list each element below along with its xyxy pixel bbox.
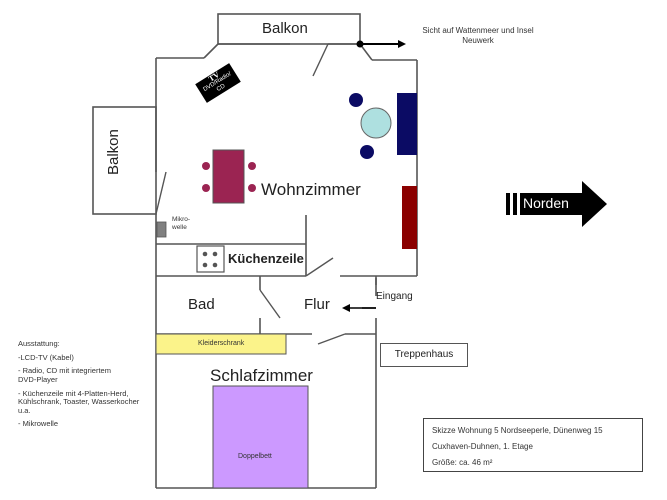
dining-table bbox=[212, 149, 245, 204]
wardrobe-label: Kleiderschrank bbox=[198, 340, 245, 347]
info-line-2: Cuxhaven-Duhnen, 1. Etage bbox=[432, 442, 533, 451]
stairwell-box: Treppenhaus bbox=[380, 343, 468, 367]
amenity-item: -LCD-TV (Kabel) bbox=[18, 352, 74, 362]
info-line-3: Größe: ca. 46 m² bbox=[432, 458, 493, 467]
bath-door bbox=[259, 289, 281, 319]
stove-burner bbox=[202, 251, 208, 257]
bedroom-door bbox=[317, 333, 346, 345]
armchair bbox=[360, 145, 374, 159]
dining-chair bbox=[202, 162, 210, 170]
entrance-arrowhead bbox=[342, 304, 350, 312]
double-bed bbox=[212, 385, 309, 489]
wall bbox=[203, 43, 219, 59]
info-box: Skizze Wohnung 5 Nordseeperle, Dünenweg … bbox=[423, 418, 643, 472]
room-label-balkon-top: Balkon bbox=[262, 20, 308, 37]
microwave-label: Mikro- welle bbox=[172, 216, 190, 232]
room-label-kuechenzeile: Küchenzeile bbox=[228, 251, 304, 266]
amenities-list: Ausstattung: -LCD-TV (Kabel) - Radio, CD… bbox=[18, 339, 158, 434]
entrance-label: Eingang bbox=[376, 291, 413, 302]
stove bbox=[196, 245, 225, 273]
north-arrow-tail-bar bbox=[506, 193, 510, 215]
view-arrowhead bbox=[398, 40, 406, 48]
microwave bbox=[156, 221, 167, 238]
wardrobe bbox=[155, 333, 287, 355]
microwave-label-line1: Mikro- bbox=[172, 216, 191, 223]
north-arrow bbox=[520, 181, 607, 227]
stove-burner bbox=[202, 262, 208, 268]
bed-label: Doppelbett bbox=[238, 453, 272, 460]
microwave-label-line2: welle bbox=[172, 224, 187, 231]
sofa-red bbox=[402, 186, 417, 249]
balcony-left-outline bbox=[92, 106, 157, 215]
balcony-left-door bbox=[155, 171, 167, 215]
sofa-blue bbox=[397, 93, 417, 155]
view-label: Sicht auf Wattenmeer und Insel Neuwerk bbox=[422, 26, 534, 45]
dining-chair bbox=[248, 162, 256, 170]
stove-burner bbox=[212, 262, 218, 268]
armchair bbox=[349, 93, 363, 107]
room-label-balkon-left: Balkon bbox=[105, 129, 122, 175]
kitchen-door bbox=[305, 257, 334, 277]
dining-chair bbox=[202, 184, 210, 192]
amenity-item: - Radio, CD mit integriertem DVD-Player bbox=[18, 366, 111, 384]
north-label: Norden bbox=[523, 195, 569, 211]
room-label-flur: Flur bbox=[304, 296, 330, 313]
balcony-top-door bbox=[312, 43, 329, 77]
amenity-item: - Mikrowelle bbox=[18, 419, 59, 429]
dining-chair bbox=[248, 184, 256, 192]
room-label-schlafzimmer: Schlafzimmer bbox=[210, 366, 313, 385]
amenity-item: - Küchenzeile mit 4-Platten-Herd, Kühlsc… bbox=[18, 388, 140, 415]
room-label-bad: Bad bbox=[188, 296, 215, 313]
stove-burner bbox=[212, 251, 218, 257]
amenities-title: Ausstattung: bbox=[18, 339, 60, 348]
info-line-1: Skizze Wohnung 5 Nordseeperle, Dünenweg … bbox=[432, 426, 603, 435]
north-arrow-tail-bar bbox=[513, 193, 517, 215]
stairwell-label: Treppenhaus bbox=[394, 349, 454, 360]
coffee-table bbox=[360, 107, 392, 139]
room-label-wohnzimmer: Wohnzimmer bbox=[261, 180, 361, 199]
